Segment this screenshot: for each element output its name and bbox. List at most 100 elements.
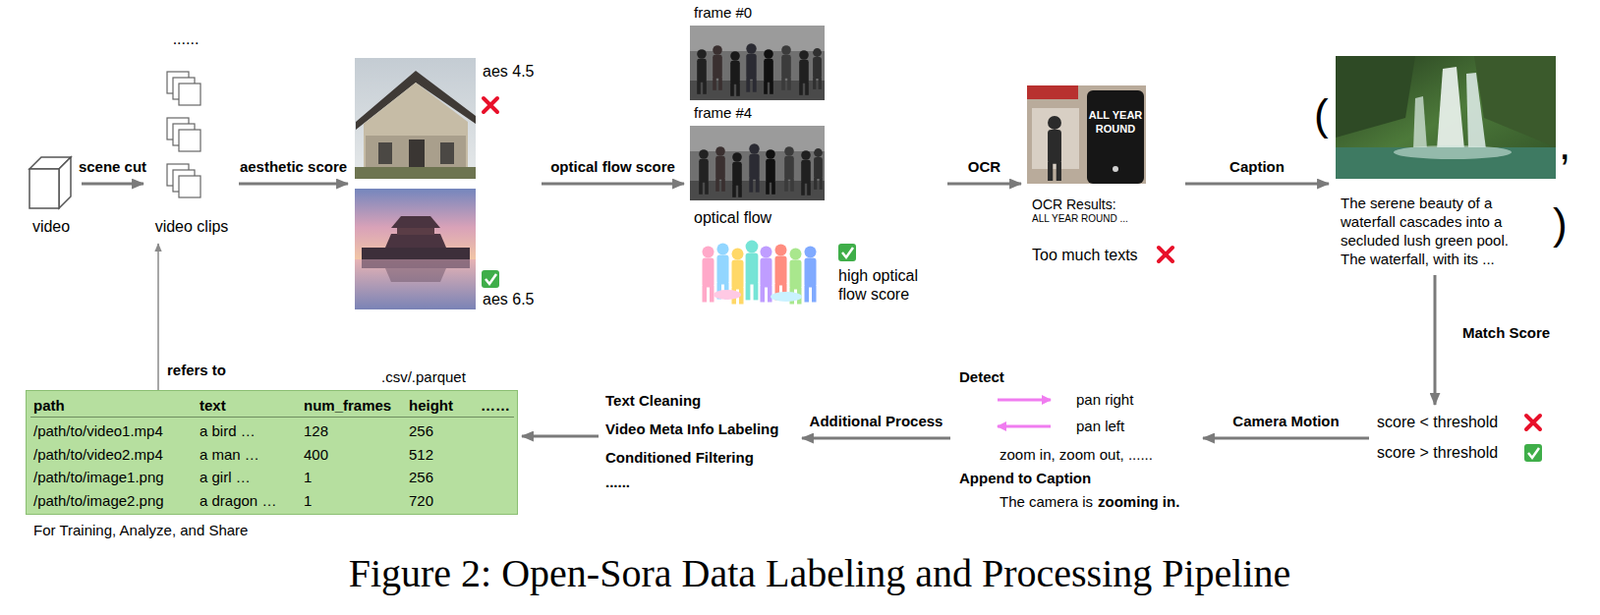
optical-flow-stage: frame #0frame #4optical flowhigh optical… — [687, 0, 945, 311]
metadata-table-text: 1 — [303, 468, 312, 487]
house-photo — [365, 135, 466, 170]
camera-motion-stage: Detectpan rightpan leftzoom in, zoom out… — [953, 364, 1200, 515]
flow-arrow — [1433, 275, 1437, 405]
video-cube — [29, 157, 71, 209]
figure-caption: Figure 2: Open-Sora Data Labeling and Pr… — [348, 551, 1292, 597]
dance-frame — [689, 25, 825, 52]
dance-frame — [765, 149, 776, 195]
step-label: scene cut — [76, 158, 149, 176]
optical-flow-stage-text: high optical flow score — [838, 266, 941, 304]
metadata-table-text: …… — [480, 397, 511, 415]
waterfall-photo — [1335, 56, 1556, 179]
reject-cross — [483, 98, 498, 113]
metadata-table-text: 256 — [408, 468, 434, 487]
ocr-stage-text: ALL YEAR ROUND — [1087, 108, 1143, 136]
waterfall-photo — [1335, 56, 1556, 179]
match-stage: score < thresholdscore > threshold — [1371, 408, 1549, 470]
step-label: OCR — [966, 158, 1003, 176]
dance-frame — [732, 152, 743, 198]
accept-check — [1528, 448, 1540, 458]
dance-frame — [748, 143, 759, 192]
caption-stage: The serene beauty of a waterfall cascade… — [1332, 53, 1559, 273]
flow-arrow — [947, 182, 1022, 186]
tuple-bracket: ) — [1552, 199, 1568, 249]
aesthetic-stage-text: aes 4.5 — [482, 61, 534, 81]
camera-motion-stage-text: The camera is — [999, 493, 1093, 512]
metadata-table-text: 400 — [303, 446, 329, 464]
dance-frame — [689, 25, 825, 101]
house-photo — [354, 57, 476, 179]
store-photo — [1027, 85, 1079, 100]
optical-flow-map — [745, 240, 759, 301]
camera-arrow — [997, 400, 1051, 427]
optical-flow-stage-text: optical flow — [693, 208, 772, 228]
metadata-table-text: /path/to/video1.mp4 — [33, 422, 164, 441]
metadata-table-text: 1 — [303, 492, 312, 511]
step-label: optical flow score — [548, 158, 678, 176]
metadata-table-text: a dragon … — [199, 492, 277, 511]
palace-photo — [385, 233, 447, 248]
waterfall-photo — [1335, 56, 1416, 138]
process-list-text: ...... — [605, 473, 630, 492]
step-label: aesthetic score — [237, 158, 349, 176]
house-photo — [354, 167, 476, 179]
accept-check — [481, 243, 1543, 462]
source-video: video — [23, 153, 79, 240]
metadata-table-text: num_frames — [303, 397, 392, 415]
ocr-stage-text: OCR Results: — [1031, 196, 1117, 214]
palace-photo — [354, 259, 476, 310]
process-list-text: Text Cleaning — [605, 392, 701, 410]
camera-motion-stage-text: Append to Caption — [959, 469, 1091, 488]
dance-frame — [800, 150, 811, 196]
flow-arrow — [81, 182, 144, 186]
tuple-bracket: , — [1558, 119, 1571, 170]
metadata-table-text: height — [408, 397, 454, 415]
store-photo — [1027, 85, 1146, 184]
dance-frame — [689, 125, 825, 201]
header-rule — [30, 416, 515, 418]
waterfall-photo — [1474, 56, 1556, 148]
house-photo — [440, 142, 455, 165]
dance-frame — [689, 80, 825, 101]
palace-photo — [354, 188, 476, 260]
clip-stack — [167, 71, 201, 198]
dance-frame — [689, 125, 825, 201]
step-label: Camera Motion — [1230, 412, 1341, 431]
clip-stack-text: ...... — [172, 29, 200, 49]
house-photo — [408, 139, 425, 170]
optical-flow-stage-text: frame #4 — [693, 104, 752, 122]
store-photo — [1112, 166, 1119, 172]
flow-arrow — [521, 435, 599, 439]
metadata-table-text: a man … — [199, 446, 260, 464]
dance-frame — [696, 49, 707, 95]
waterfall-photo — [1393, 145, 1512, 160]
flow-arrow — [238, 182, 348, 186]
ocr-stage-text: Too much texts — [1031, 245, 1139, 265]
optical-flow-map — [713, 289, 742, 300]
metadata-table-text: 128 — [303, 422, 329, 441]
dance-frame — [781, 45, 792, 91]
metadata-table-text: /path/to/image2.png — [33, 492, 165, 511]
palace-photo — [391, 216, 441, 229]
optical-flow-map — [702, 246, 715, 303]
waterfall-photo — [1413, 96, 1428, 150]
match-stage-text: score > threshold — [1376, 443, 1498, 462]
palace-photo — [361, 247, 470, 260]
flow-arrow — [157, 243, 160, 391]
optical-flow-map — [760, 246, 773, 303]
camera-motion-stage-text: Detect — [959, 368, 1005, 387]
reject-cross — [1158, 247, 1173, 262]
clip-stack — [178, 83, 201, 106]
dance-frame — [745, 43, 756, 92]
camera-motion-stage-text: zoom in, zoom out, ...... — [999, 446, 1153, 464]
house-photo — [354, 57, 476, 179]
dance-frame — [698, 149, 709, 195]
store-photo — [1047, 115, 1062, 181]
accept-check — [842, 247, 854, 258]
clip-stack-text: video clips — [155, 217, 229, 236]
metadata-table-text: 256 — [408, 422, 434, 441]
dance-frame — [813, 148, 823, 190]
palace-photo — [361, 259, 470, 269]
house-photo — [378, 142, 393, 165]
store-photo — [1086, 90, 1144, 184]
